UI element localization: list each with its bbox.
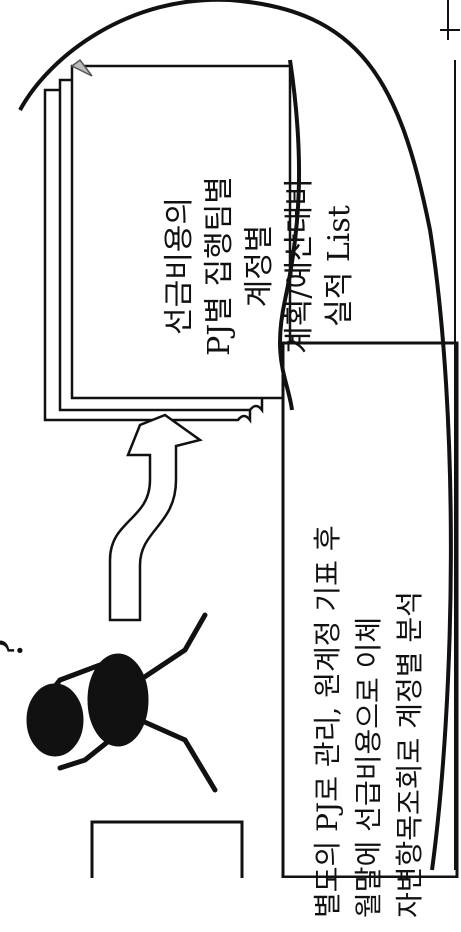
curved-arrow	[108, 413, 203, 622]
question-mark: ?	[0, 639, 32, 660]
figure-leg-left	[137, 612, 208, 683]
figure-arm-lower	[57, 737, 113, 771]
figure-body	[87, 653, 149, 747]
document-stack	[43, 58, 303, 424]
diagram-artwork: ?	[0, 0, 460, 878]
callout-text: 별도의 PJ로 관리, 원계정 기표 후 월말에 선급비용으로 이체 자변항목조…	[298, 398, 438, 932]
document-line: PJ별 집행팀별	[202, 176, 237, 356]
arrow-body	[108, 413, 203, 622]
figure-arm-upper	[37, 662, 103, 708]
figure-head	[26, 683, 84, 757]
loop-outline	[18, 0, 453, 871]
figure-leg-right	[137, 717, 218, 793]
document-line: 계정별	[242, 224, 277, 308]
callout-box	[281, 341, 459, 878]
callout-line: 자변항목조회로 계정별 분석	[392, 591, 426, 918]
edge-mark	[440, 0, 460, 40]
document-page-curl	[70, 58, 93, 77]
document-line: 선금비용의	[162, 197, 197, 335]
document-text: 선금비용의 PJ별 집행팀별 계정별 계획/예산대비 실적 List	[162, 101, 357, 431]
document-line: 실적 List	[322, 205, 357, 327]
callout-line: 별도의 PJ로 관리, 원계정 기표 후	[310, 525, 344, 918]
loop-inner-curve	[278, 59, 302, 411]
thinking-figure	[26, 612, 218, 793]
small-box	[90, 820, 244, 878]
document-line: 계획/예산대비	[282, 178, 317, 354]
callout-line: 월말에 선급비용으로 이체	[351, 616, 385, 918]
